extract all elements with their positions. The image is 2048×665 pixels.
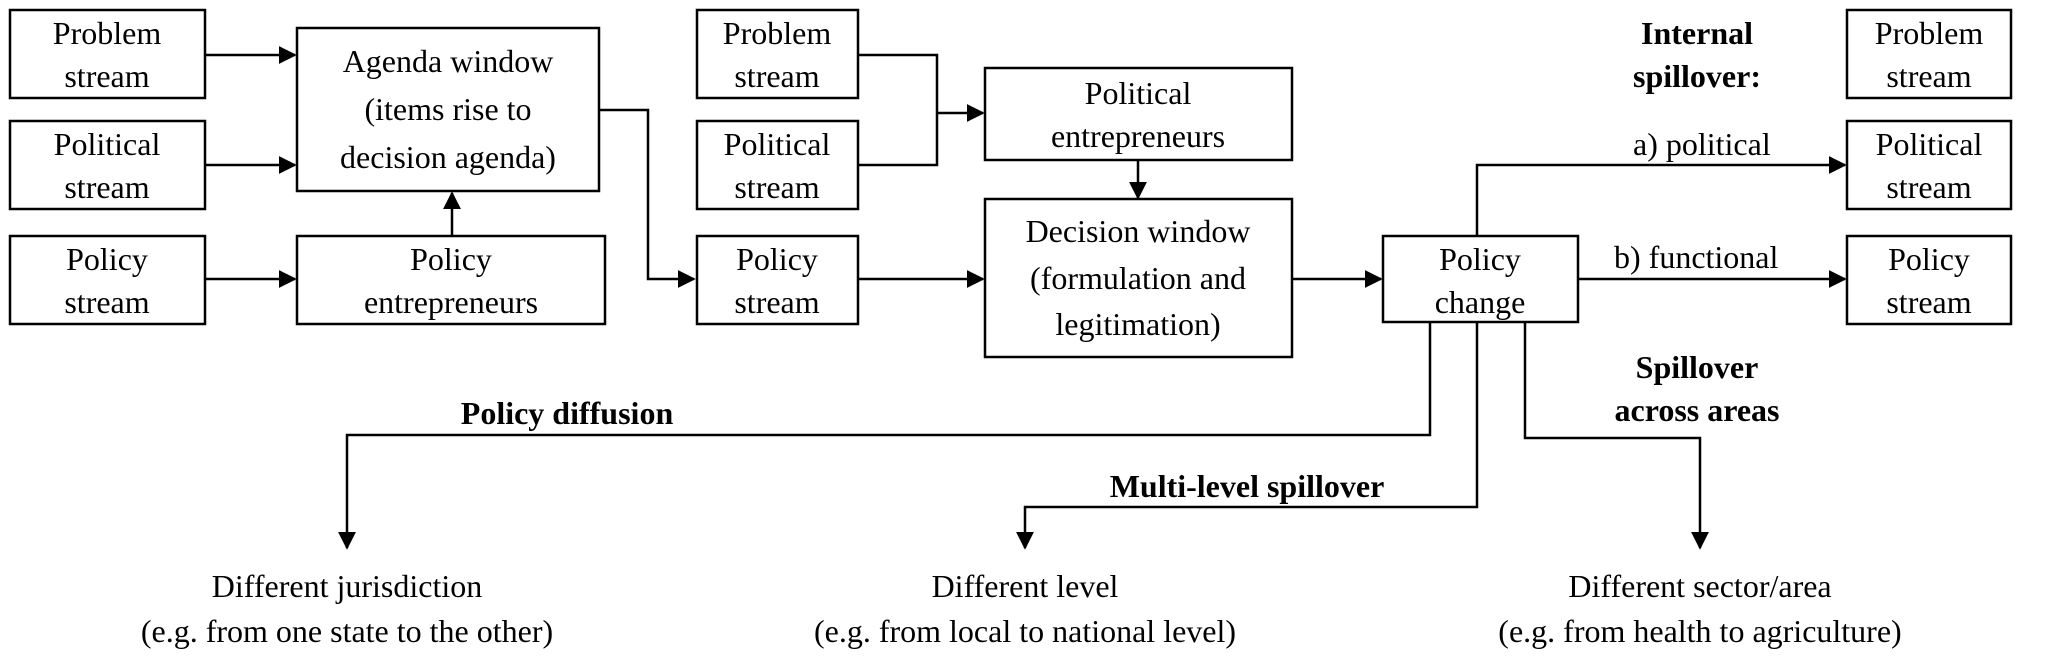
box-problem-stream-1: Problem stream [8,8,207,100]
box-decision-window-line1: Decision window [1026,213,1251,249]
box-policy-stream-1: Policy stream [8,234,207,326]
box-political-entrepreneurs: Political entrepreneurs [983,66,1294,162]
box-policy-change-line1: Policy [1439,241,1521,277]
box-policy-stream-1-line1: Policy [66,241,148,277]
box-policy-change: Policy change [1381,234,1580,324]
connectors [205,46,1847,550]
box-agenda-window-line2: (items rise to [364,91,531,127]
box-problem-stream-2-line1: Problem [723,15,832,51]
arrow-policy-diffusion [338,322,1432,550]
line-problem2-merge [858,53,939,167]
label-internal-spillover-line1: Internal [1641,15,1753,51]
box-problem-stream-3-line2: stream [1886,58,1971,94]
box-policy-stream-3-line2: stream [1886,284,1971,320]
box-decision-window: Decision window (formulation and legitim… [983,197,1294,359]
box-problem-stream-3: Problem stream [1845,8,2013,100]
box-political-stream-3-line2: stream [1886,169,1971,205]
box-policy-stream-3: Policy stream [1845,234,2013,326]
box-political-entrepreneurs-line1: Political [1085,75,1192,111]
label-b-functional: b) functional [1614,239,1779,275]
box-political-entrepreneurs-line2: entrepreneurs [1051,118,1225,154]
box-policy-stream-3-line1: Policy [1888,241,1970,277]
box-political-stream-3-line1: Political [1876,126,1983,162]
outcome-jurisdiction-title: Different jurisdiction [212,568,482,604]
label-internal-spillover-line2: spillover: [1633,58,1761,94]
label-multi-level-spillover: Multi-level spillover [1110,468,1385,504]
label-policy-diffusion: Policy diffusion [461,395,674,431]
arrow-multi-level [1016,322,1479,550]
box-political-stream-1-line2: stream [64,169,149,205]
box-agenda-window-line3: decision agenda) [340,139,556,175]
box-political-stream-3: Political stream [1845,119,2013,211]
outcome-level-example: (e.g. from local to national level) [814,613,1236,649]
box-agenda-window-line1: Agenda window [343,43,554,79]
box-problem-stream-2-line2: stream [734,58,819,94]
box-policy-entrepreneurs: Policy entrepreneurs [295,234,607,326]
box-decision-window-line2: (formulation and [1030,260,1246,296]
box-political-stream-1-line1: Political [54,126,161,162]
box-political-stream-2-line1: Political [724,126,831,162]
box-political-stream-2: Political stream [695,119,860,211]
box-problem-stream-2: Problem stream [695,8,860,100]
box-problem-stream-1-line1: Problem [53,15,162,51]
box-policy-stream-1-line2: stream [64,284,149,320]
label-spillover-across-areas-line2: across areas [1614,392,1779,428]
box-policy-stream-2-line1: Policy [736,241,818,277]
box-policy-entrepreneurs-line2: entrepreneurs [364,284,538,320]
box-problem-stream-1-line2: stream [64,58,149,94]
box-agenda-window: Agenda window (items rise to decision ag… [295,26,601,193]
box-policy-stream-2: Policy stream [695,234,860,326]
box-policy-stream-2-line2: stream [734,284,819,320]
box-political-stream-2-line2: stream [734,169,819,205]
outcome-level-title: Different level [932,568,1119,604]
box-political-stream-1: Political stream [8,119,207,211]
outcome-jurisdiction-example: (e.g. from one state to the other) [141,613,553,649]
label-spillover-across-areas-line1: Spillover [1636,349,1759,385]
box-problem-stream-3-line1: Problem [1875,15,1984,51]
label-a-political: a) political [1633,126,1771,162]
box-decision-window-line3: legitimation) [1055,306,1220,342]
arrow-change-to-political [1475,156,1847,236]
box-policy-change-line2: change [1435,284,1526,320]
arrow-across-areas [1523,322,1709,550]
arrow-agenda-to-policy-stream [599,108,696,288]
outcome-sector-example: (e.g. from health to agriculture) [1498,613,1901,649]
outcome-sector-title: Different sector/area [1568,568,1831,604]
box-policy-entrepreneurs-line1: Policy [410,241,492,277]
